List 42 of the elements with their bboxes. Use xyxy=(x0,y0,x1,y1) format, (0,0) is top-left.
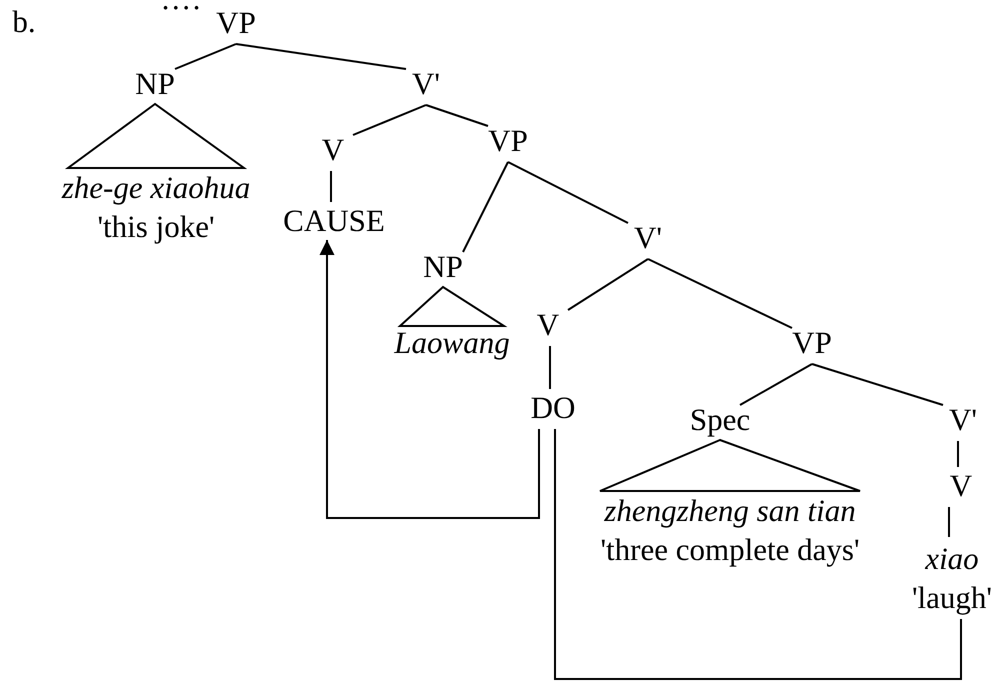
category-label: Spec xyxy=(690,403,750,437)
tree-branch xyxy=(740,363,812,406)
lexical-item: zhengzheng san tian xyxy=(604,492,856,530)
tree-branch xyxy=(352,104,426,136)
tree-branch xyxy=(236,43,406,70)
tree-branch xyxy=(812,363,944,406)
ellipsis-dots: ···· xyxy=(160,0,202,25)
category-label: DO xyxy=(530,391,576,425)
category-label: NP xyxy=(423,250,463,284)
category-label: V xyxy=(950,469,972,503)
category-label: VP xyxy=(488,124,528,158)
category-label: V' xyxy=(412,67,440,101)
category-label: V' xyxy=(634,221,662,255)
triangle-branch xyxy=(64,102,248,169)
gloss: 'this joke' xyxy=(97,208,215,246)
lexical-item: xiao xyxy=(925,540,979,578)
category-label: NP xyxy=(135,67,175,101)
category-label: V xyxy=(322,133,344,167)
category-label: VP xyxy=(792,326,832,360)
gloss: 'three complete days' xyxy=(600,531,860,569)
lexical-item: Laowang xyxy=(394,326,510,360)
triangle-branch xyxy=(599,438,861,492)
tree-branch xyxy=(462,162,509,252)
tree-branch xyxy=(426,104,488,127)
movement-line xyxy=(554,429,962,680)
lexical-item: zhe-ge xiaohua xyxy=(62,169,250,207)
gloss: 'laugh' xyxy=(912,579,992,617)
triangle-branch xyxy=(397,286,508,327)
tree-branch xyxy=(549,346,551,389)
example-letter: b. xyxy=(12,5,36,39)
tree-branch xyxy=(174,43,236,70)
category-label: VP xyxy=(216,6,256,40)
category-label: CAUSE xyxy=(283,204,385,238)
tree-branch xyxy=(567,258,649,311)
category-label: V' xyxy=(949,403,977,437)
tree-branch xyxy=(508,161,628,224)
tree-branch xyxy=(648,258,792,329)
movement-arrow xyxy=(320,240,540,519)
category-label: V xyxy=(536,308,560,342)
tree-branch xyxy=(948,507,950,537)
tree-branch xyxy=(957,441,959,467)
tree-branch xyxy=(330,171,332,202)
